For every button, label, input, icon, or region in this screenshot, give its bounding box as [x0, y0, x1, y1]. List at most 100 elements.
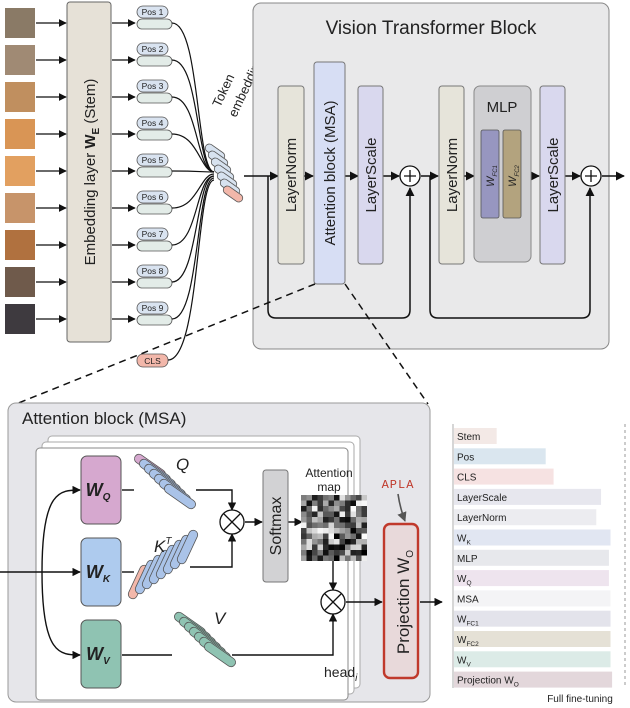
- pos-badge: [136, 5, 169, 19]
- pos-badge: [136, 227, 169, 241]
- stem-label: Embedding layer WE (Stem): [82, 79, 102, 266]
- msa-title: Attention block (MSA): [22, 409, 186, 428]
- full-finetune-caption: Full fine-tuning: [547, 694, 613, 705]
- softmax-label: Softmax: [268, 497, 285, 556]
- token-embedding-stack: [204, 143, 244, 203]
- patch-token: [136, 18, 173, 30]
- pos-badge: [136, 153, 169, 167]
- plus-icon: [585, 170, 597, 182]
- layernorm-1: [277, 85, 305, 265]
- wq-label: WQ: [86, 480, 111, 503]
- pos-label: Pos 6: [142, 192, 164, 202]
- bar-12: [454, 651, 611, 668]
- patch-token: [136, 240, 173, 252]
- attention-block: [313, 61, 346, 285]
- zoom-line-right: [344, 283, 429, 405]
- patch-7: [5, 230, 35, 260]
- mlp-label: MLP: [487, 99, 518, 116]
- bar-label: Projection WO: [457, 676, 519, 689]
- bar-11: [454, 631, 611, 647]
- wfc1-label: WFC1: [485, 165, 499, 187]
- pos-badge: [136, 42, 169, 56]
- wv-box: [80, 619, 122, 689]
- projection-label: Projection WO: [394, 550, 416, 654]
- patch-token: [136, 203, 173, 215]
- token-pill: [176, 529, 199, 565]
- pos-label: Pos 4: [142, 118, 164, 128]
- pos-label: Pos 9: [142, 303, 164, 313]
- pos-badge: [136, 116, 169, 130]
- bar-1: [454, 428, 497, 444]
- zoom-line-left: [15, 283, 316, 405]
- k-token-stack: [127, 529, 199, 600]
- patch-token: [136, 314, 173, 326]
- multiply-icon: [223, 513, 241, 531]
- pos-badge: [136, 79, 169, 93]
- image-patches: [5, 8, 35, 334]
- wv-label: WV: [86, 644, 111, 667]
- wk-box: [80, 537, 122, 607]
- pos-badge: [136, 190, 169, 204]
- patch-6: [5, 193, 35, 223]
- patch-arrows: [36, 19, 67, 323]
- attention-map-label-2: map: [317, 480, 341, 494]
- bar-13: [454, 671, 613, 688]
- patch-4: [5, 119, 35, 149]
- bar-label: Pos: [457, 452, 474, 463]
- attention-map-label-1: Attention: [305, 466, 352, 480]
- bar-label: LayerScale: [457, 493, 507, 504]
- layernorm-1-label: LayerNorm: [283, 138, 300, 212]
- pos-label: Pos 3: [142, 81, 164, 91]
- cls-label: CLS: [144, 356, 161, 366]
- softmax-box: [262, 469, 289, 583]
- wfc2-box: [502, 129, 522, 219]
- bar-label: WQ: [457, 574, 472, 587]
- vit-flow: [244, 171, 625, 319]
- bar-label: Stem: [457, 432, 480, 443]
- bar-label: WV: [457, 655, 471, 668]
- wk-label: WK: [86, 562, 111, 585]
- layernorm-2-label: LayerNorm: [444, 138, 461, 212]
- patch-5: [5, 156, 35, 186]
- attention-map: [301, 495, 367, 561]
- patch-1: [5, 8, 35, 38]
- multiply-icon: [324, 593, 342, 611]
- stem-box: [66, 1, 112, 343]
- bar-8: [454, 570, 609, 587]
- bar-label: WFC1: [457, 615, 479, 628]
- bar-10: [454, 610, 611, 627]
- pos-label: Pos 2: [142, 44, 164, 54]
- bar-label: MLP: [457, 554, 478, 565]
- q-label: Q: [176, 455, 189, 474]
- pos-label: Pos 1: [142, 7, 164, 17]
- patch-8: [5, 267, 35, 297]
- bar-label: MSA: [457, 594, 479, 605]
- pos-badge: [136, 264, 169, 278]
- patch-token: [136, 166, 173, 178]
- bar-9: [454, 590, 611, 607]
- apla-label: APLA: [382, 478, 415, 492]
- v-label: V: [214, 609, 227, 628]
- wfc2-label: WFC2: [507, 164, 521, 186]
- bar-label: LayerNorm: [457, 513, 506, 524]
- k-label: KT: [154, 536, 172, 556]
- token-merge-curves: [167, 22, 215, 361]
- attention-block-label: Attention block (MSA): [322, 100, 339, 245]
- layerscale-2: [539, 85, 566, 265]
- patch-token: [136, 92, 173, 104]
- wfc1-box: [480, 129, 500, 219]
- bar-label: WK: [457, 534, 471, 547]
- layerscale-1-label: LayerScale: [363, 137, 380, 212]
- bar-label: CLS: [457, 473, 477, 484]
- pos-label: Pos 5: [142, 155, 164, 165]
- v-token-stack: [174, 611, 236, 668]
- plus-icon: [404, 170, 416, 182]
- head-label: headi: [324, 664, 358, 684]
- layernorm-2: [438, 85, 465, 265]
- token-pill: [164, 483, 196, 510]
- bar-7: [454, 549, 609, 566]
- msa-flow: [122, 489, 443, 656]
- patch-token: [136, 277, 173, 289]
- pos-label: Pos 8: [142, 266, 164, 276]
